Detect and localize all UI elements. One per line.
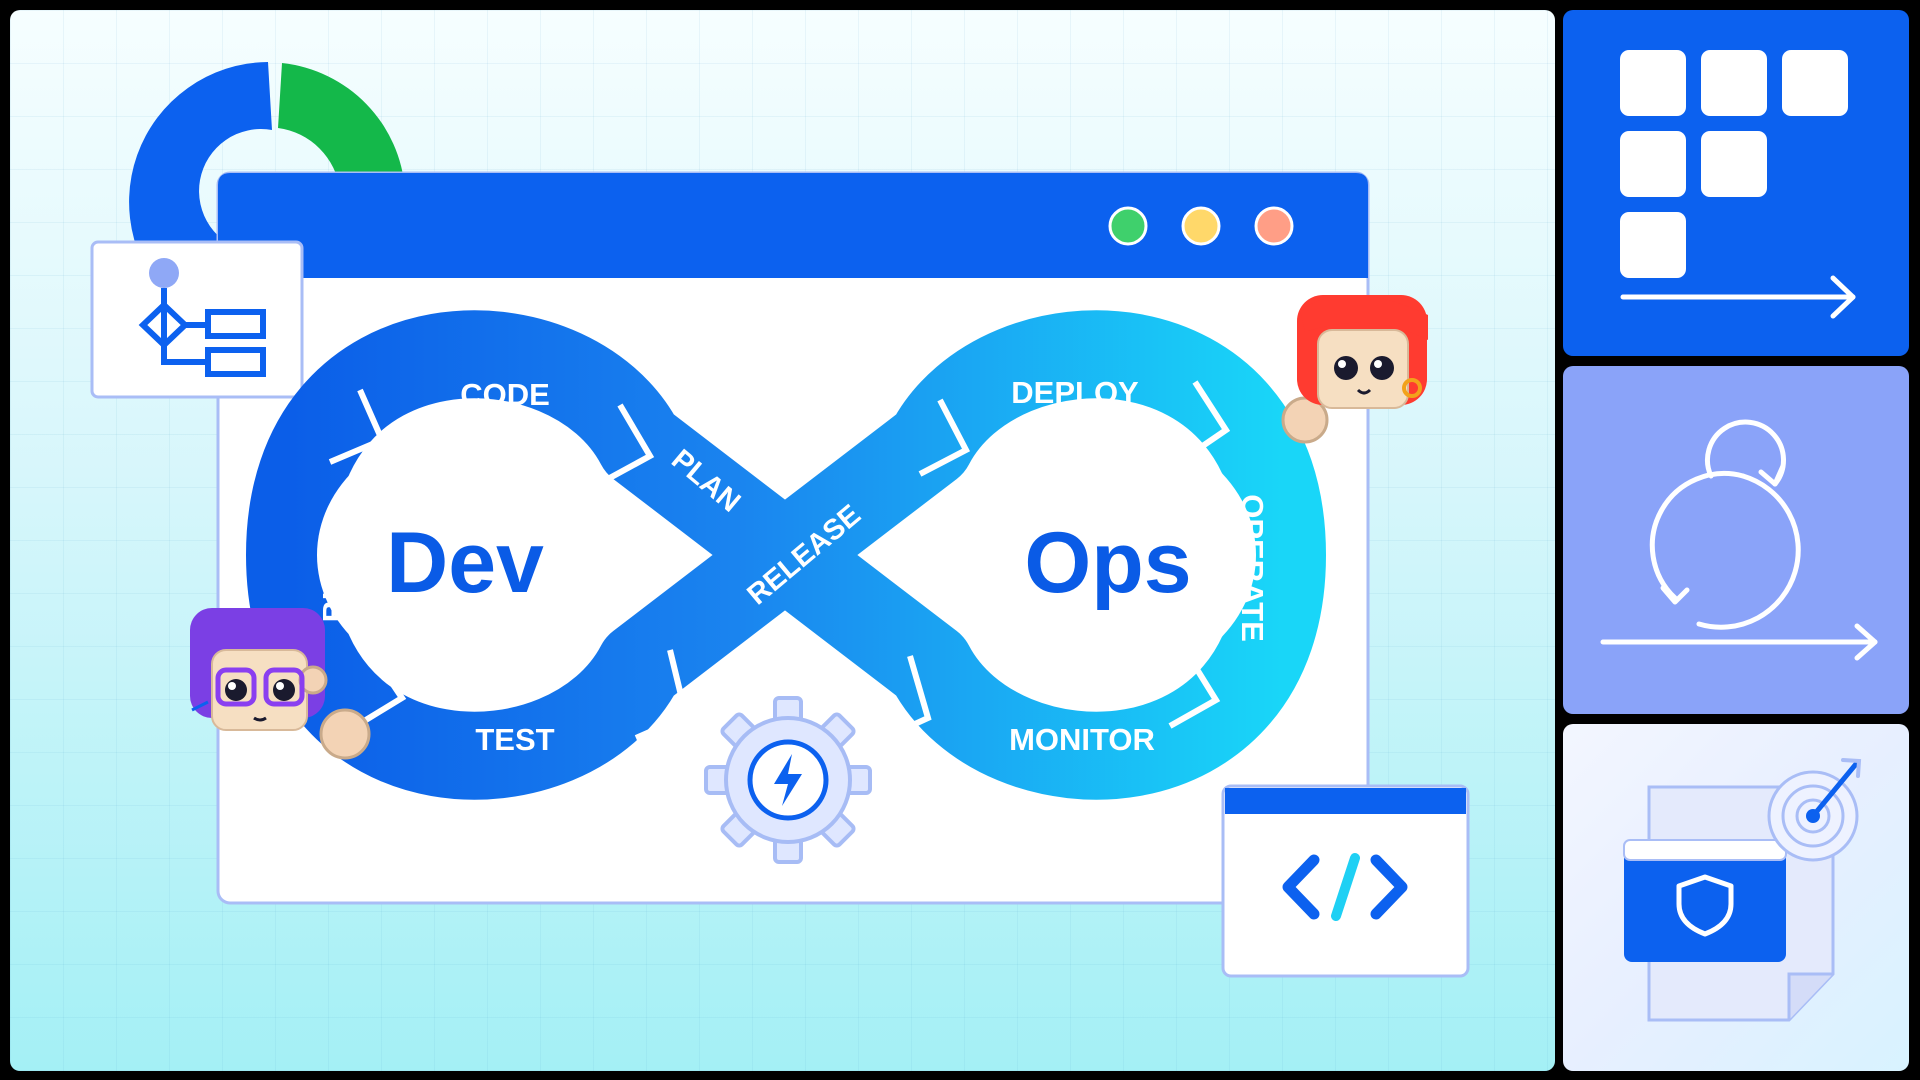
- kanban-panel: [1563, 10, 1909, 356]
- kanban-board-icon: [1620, 50, 1856, 319]
- security-panel: [1563, 724, 1909, 1071]
- window-dot-red[interactable]: [1254, 206, 1294, 246]
- main-illustration: CODE PLAN BUILD TEST RELEASE DEPLOY OPER…: [90, 62, 1470, 978]
- avatar-red-hair: [1281, 295, 1428, 444]
- avatar-purple-hair: [190, 608, 371, 760]
- ops-label: Ops: [1024, 515, 1191, 611]
- scrum-panel: [1563, 366, 1909, 714]
- gear-bolt-icon: [704, 696, 872, 864]
- main-illustration-panel: CODE PLAN BUILD TEST RELEASE DEPLOY OPER…: [10, 10, 1555, 1071]
- window-dot-yellow[interactable]: [1181, 206, 1221, 246]
- stage-deploy: DEPLOY: [1011, 375, 1139, 410]
- stage-build: BUILD: [316, 528, 351, 623]
- scrum-cycle-icon: [1600, 419, 1878, 661]
- stage-test: TEST: [475, 722, 554, 757]
- stage-monitor: MONITOR: [1009, 722, 1155, 757]
- stage-code: CODE: [460, 377, 550, 412]
- security-target-icon: [1623, 758, 1862, 1022]
- code-brackets-icon: [1221, 784, 1470, 978]
- workflow-icon: [90, 240, 304, 399]
- window-dot-green[interactable]: [1108, 206, 1148, 246]
- dev-label: Dev: [386, 515, 544, 611]
- stage-operate: OPERATE: [1235, 494, 1270, 642]
